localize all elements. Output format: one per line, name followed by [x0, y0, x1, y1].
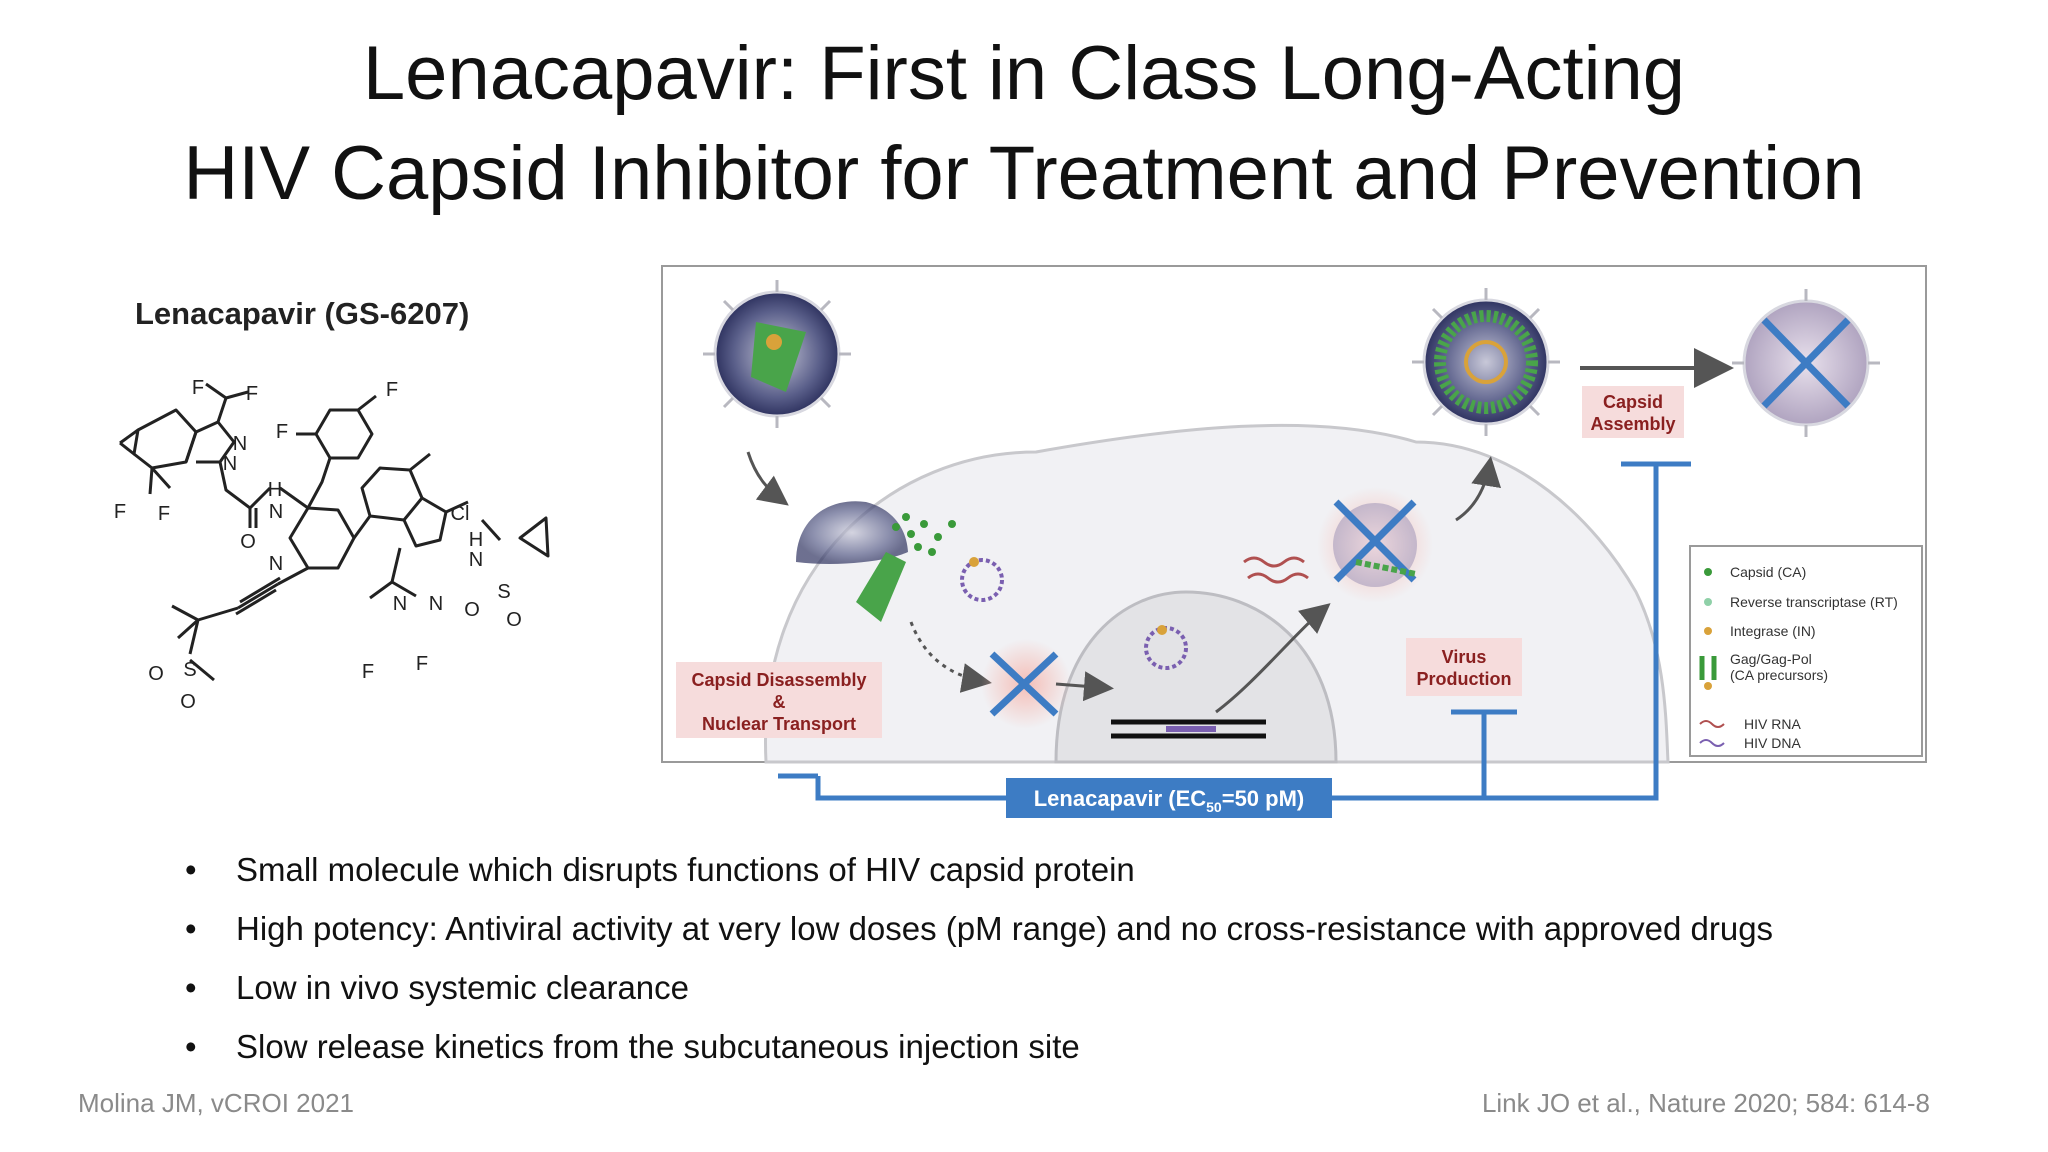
atom-o: O: [148, 663, 164, 685]
atom-h: H: [268, 479, 282, 501]
drug-label: Lenacapavir (EC50=50 pM): [1034, 786, 1305, 815]
label-disassembly-3: Nuclear Transport: [702, 714, 856, 734]
citation-right: Link JO et al., Nature 2020; 584: 614-8: [1481, 1088, 1930, 1118]
label-virus-2: Production: [1417, 669, 1512, 689]
lenacapavir-structure: F F N N F F H N O F F N Cl H N S O O N N…: [114, 377, 550, 713]
mechanism-figure: Capsid Disassembly & Nuclear Transport V…: [661, 265, 1927, 818]
molecule-title: Lenacapavir (GS-6207): [135, 296, 470, 331]
host-chromosome: [1111, 719, 1266, 739]
atom-f: F: [276, 421, 288, 443]
bullet-list: Small molecule which disrupts functions …: [185, 840, 1773, 1076]
citation-left: Molina JM, vCROI 2021: [78, 1088, 354, 1118]
atom-o: O: [464, 599, 480, 621]
slide-title-line-1: Lenacapavir: First in Class Long-Acting: [362, 31, 1686, 116]
legend-capsid: Capsid (CA): [1730, 564, 1806, 580]
atom-n: N: [233, 433, 247, 455]
atom-f: F: [114, 501, 126, 523]
slide-title: Lenacapavir: First in Class Long-Acting …: [0, 24, 2048, 224]
slide-title-line-2: HIV Capsid Inhibitor for Treatment and P…: [183, 131, 1865, 216]
atom-o: O: [240, 531, 256, 553]
legend-gag: Gag/Gag-Pol: [1730, 651, 1812, 667]
label-virus-1: Virus: [1442, 647, 1487, 667]
atom-cl: Cl: [451, 503, 470, 525]
bullet-item: Slow release kinetics from the subcutane…: [185, 1017, 1773, 1076]
atom-o: O: [180, 691, 196, 713]
legend-hiv-dna: HIV DNA: [1744, 735, 1801, 751]
legend-rt: Reverse transcriptase (RT): [1730, 594, 1898, 610]
bullet-item: Small molecule which disrupts functions …: [185, 840, 1773, 899]
atom-o: O: [506, 609, 522, 631]
bullet-item: Low in vivo systemic clearance: [185, 958, 1773, 1017]
atom-n: N: [269, 553, 283, 575]
label-assembly-box: [1582, 386, 1684, 438]
atom-h: H: [469, 529, 483, 551]
atom-f: F: [158, 503, 170, 525]
block-capsid-assembly: [1761, 317, 1851, 409]
block-virus-production: [1333, 499, 1417, 583]
label-disassembly-1: Capsid Disassembly: [691, 670, 866, 690]
virion-mature-blocked: [1732, 289, 1880, 437]
legend-hiv-rna: HIV RNA: [1744, 716, 1801, 732]
atom-n: N: [223, 453, 237, 475]
atom-n: N: [269, 501, 283, 523]
atom-s: S: [497, 581, 510, 603]
label-assembly-1: Capsid: [1603, 392, 1663, 412]
legend-ca-precursors: (CA precursors): [1730, 667, 1828, 683]
label-disassembly-box: [676, 662, 882, 738]
drug-label-box: [1006, 778, 1332, 818]
atom-f: F: [416, 653, 428, 675]
atom-n: N: [393, 593, 407, 615]
virion-entering: [703, 280, 851, 428]
atom-f: F: [192, 377, 204, 399]
block-nuclear-import: [989, 651, 1059, 717]
bullet-item: High potency: Antiviral activity at very…: [185, 899, 1773, 958]
label-disassembly-2: &: [773, 692, 786, 712]
atom-f: F: [362, 661, 374, 683]
legend: Capsid (CA) Reverse transcriptase (RT) I…: [1689, 545, 1923, 757]
atom-f: F: [386, 379, 398, 401]
atom-n: N: [469, 549, 483, 571]
label-assembly-2: Assembly: [1590, 414, 1675, 434]
atom-s: S: [183, 659, 196, 681]
legend-integrase: Integrase (IN): [1730, 623, 1816, 639]
atom-n: N: [429, 593, 443, 615]
capsid-uncoating: [856, 513, 956, 622]
virion-immature: [1412, 288, 1560, 436]
atom-f: F: [246, 383, 258, 405]
label-virus-box: [1406, 638, 1522, 696]
